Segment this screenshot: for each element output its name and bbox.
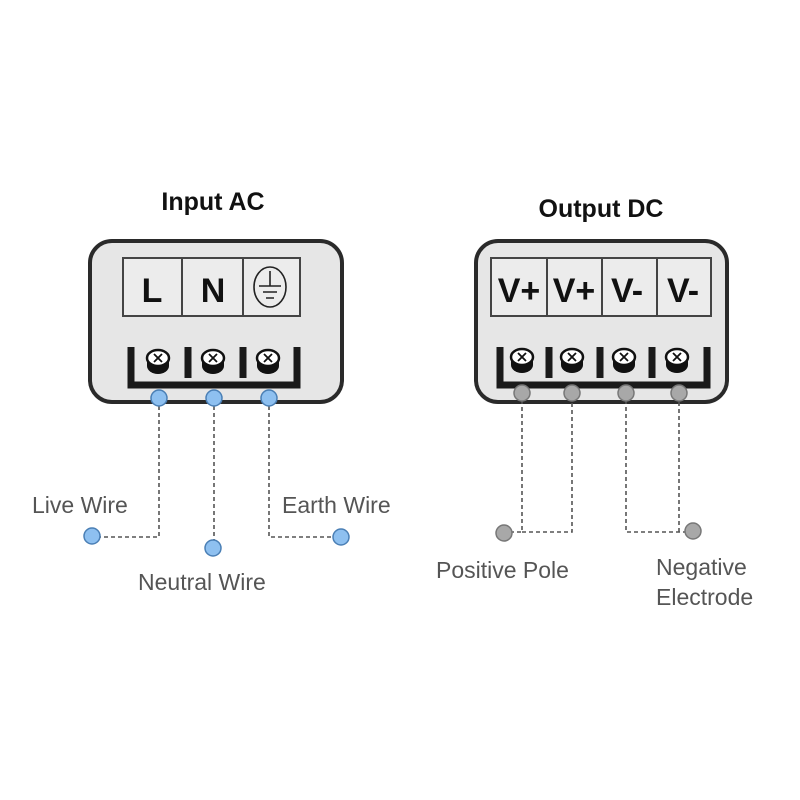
live-wire-label: Live Wire bbox=[32, 492, 128, 518]
screw-icon bbox=[200, 348, 226, 376]
vminus-connection-dot bbox=[670, 384, 688, 402]
screw-icon bbox=[559, 347, 585, 375]
screw-icon bbox=[509, 347, 535, 375]
input-ac-title: Input AC bbox=[161, 188, 264, 216]
earth-ground-icon bbox=[253, 266, 287, 308]
output-dc-title: Output DC bbox=[539, 195, 664, 223]
neutral-wire-label: Neutral Wire bbox=[138, 569, 266, 595]
earth-connection-dot bbox=[260, 389, 278, 407]
screw-icon bbox=[664, 347, 690, 375]
earth-wire-label: Earth Wire bbox=[282, 492, 391, 518]
negative-electrode-end-dot bbox=[684, 522, 702, 540]
positive-pole-end-dot bbox=[495, 524, 513, 542]
positive-pole-label: Positive Pole bbox=[436, 557, 569, 583]
terminal-label-n: N bbox=[201, 272, 226, 310]
output-terminal-block: V+ V+ V- V- bbox=[474, 239, 729, 404]
terminal-label-vminus-1: V- bbox=[611, 272, 643, 310]
live-wire-end-dot bbox=[83, 527, 101, 545]
screw-icon bbox=[145, 348, 171, 376]
terminal-label-vplus-2: V+ bbox=[553, 272, 596, 310]
neutral-wire-end-dot bbox=[204, 539, 222, 557]
terminal-label-l: L bbox=[142, 272, 163, 310]
neutral-connection-dot bbox=[205, 389, 223, 407]
vminus-connection-dot bbox=[617, 384, 635, 402]
negative-electrode-label-line1: Negative bbox=[656, 554, 747, 580]
earth-wire-end-dot bbox=[332, 528, 350, 546]
negative-electrode-label-line2: Electrode bbox=[656, 584, 753, 610]
live-connection-dot bbox=[150, 389, 168, 407]
input-terminal-block: L N bbox=[88, 239, 344, 404]
vplus-connection-dot bbox=[563, 384, 581, 402]
terminal-label-vminus-2: V- bbox=[667, 272, 699, 310]
screw-icon bbox=[255, 348, 281, 376]
terminal-label-vplus-1: V+ bbox=[498, 272, 541, 310]
vplus-connection-dot bbox=[513, 384, 531, 402]
screw-icon bbox=[611, 347, 637, 375]
